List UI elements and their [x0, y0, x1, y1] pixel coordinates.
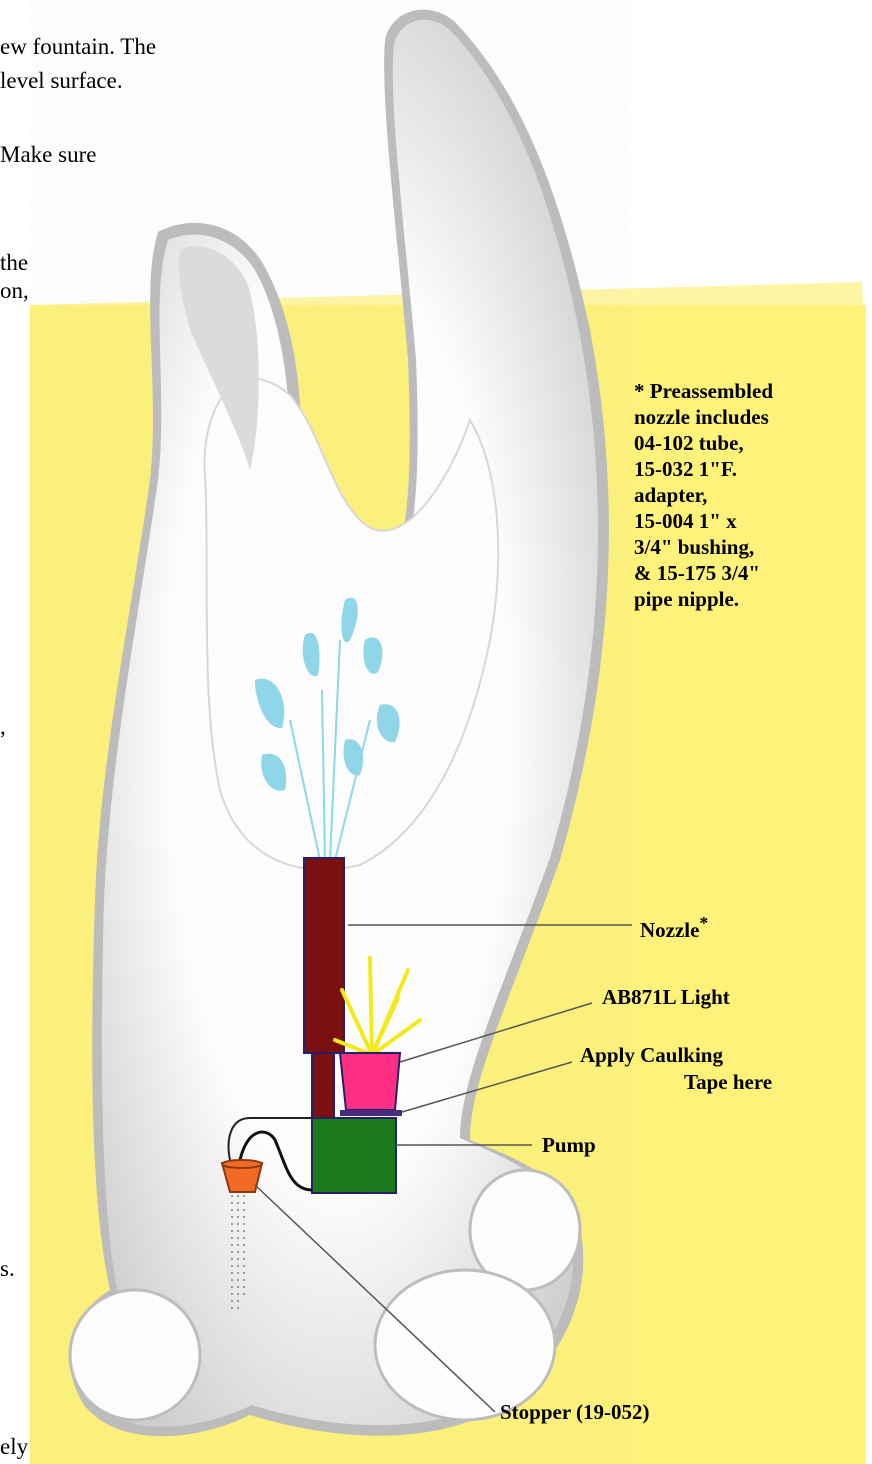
note-line: 04-102 tube,	[634, 430, 864, 456]
pump-box	[312, 1118, 396, 1193]
light-label: AB871L Light	[602, 985, 730, 1010]
nozzle-connector	[312, 1053, 334, 1118]
body-text-line-4: the	[0, 248, 28, 278]
body-text-line-8: ely	[0, 1432, 28, 1462]
nozzle-label-text: Nozzle	[640, 918, 699, 942]
light-cup	[340, 1053, 400, 1110]
note-line: 3/4" bushing,	[634, 534, 864, 560]
body-text-line-1: ew fountain. The	[0, 32, 156, 62]
nozzle-label: Nozzle*	[640, 913, 708, 943]
note-line: 15-004 1" x	[634, 508, 864, 534]
nozzle-pipe	[304, 858, 344, 1053]
note-line: * Preassembled	[634, 378, 864, 404]
body-text-line-2: level surface.	[0, 66, 123, 96]
fountain-body	[30, 0, 630, 1464]
body-text-line-5: on,	[0, 276, 29, 306]
note-line: & 15-175 3/4"	[634, 560, 864, 586]
body-text-line-7: s.	[0, 1254, 15, 1284]
body-text-line-3: Make sure	[0, 140, 96, 170]
caulk-label-line-1: Apply Caulking	[580, 1043, 723, 1068]
pump-label: Pump	[542, 1133, 596, 1158]
body-text-line-6: ,	[0, 712, 6, 742]
note-line: 15-032 1"F.	[634, 456, 864, 482]
caulk-tape	[340, 1110, 402, 1116]
note-line: adapter,	[634, 482, 864, 508]
note-line: pipe nipple.	[634, 586, 864, 612]
caulk-label-line-2: Tape here	[684, 1070, 772, 1095]
preassembled-note: * Preassembled nozzle includes 04-102 tu…	[634, 378, 864, 612]
stopper-label: Stopper (19-052)	[500, 1400, 650, 1425]
nozzle-asterisk: *	[699, 913, 708, 933]
note-line: nozzle includes	[634, 404, 864, 430]
